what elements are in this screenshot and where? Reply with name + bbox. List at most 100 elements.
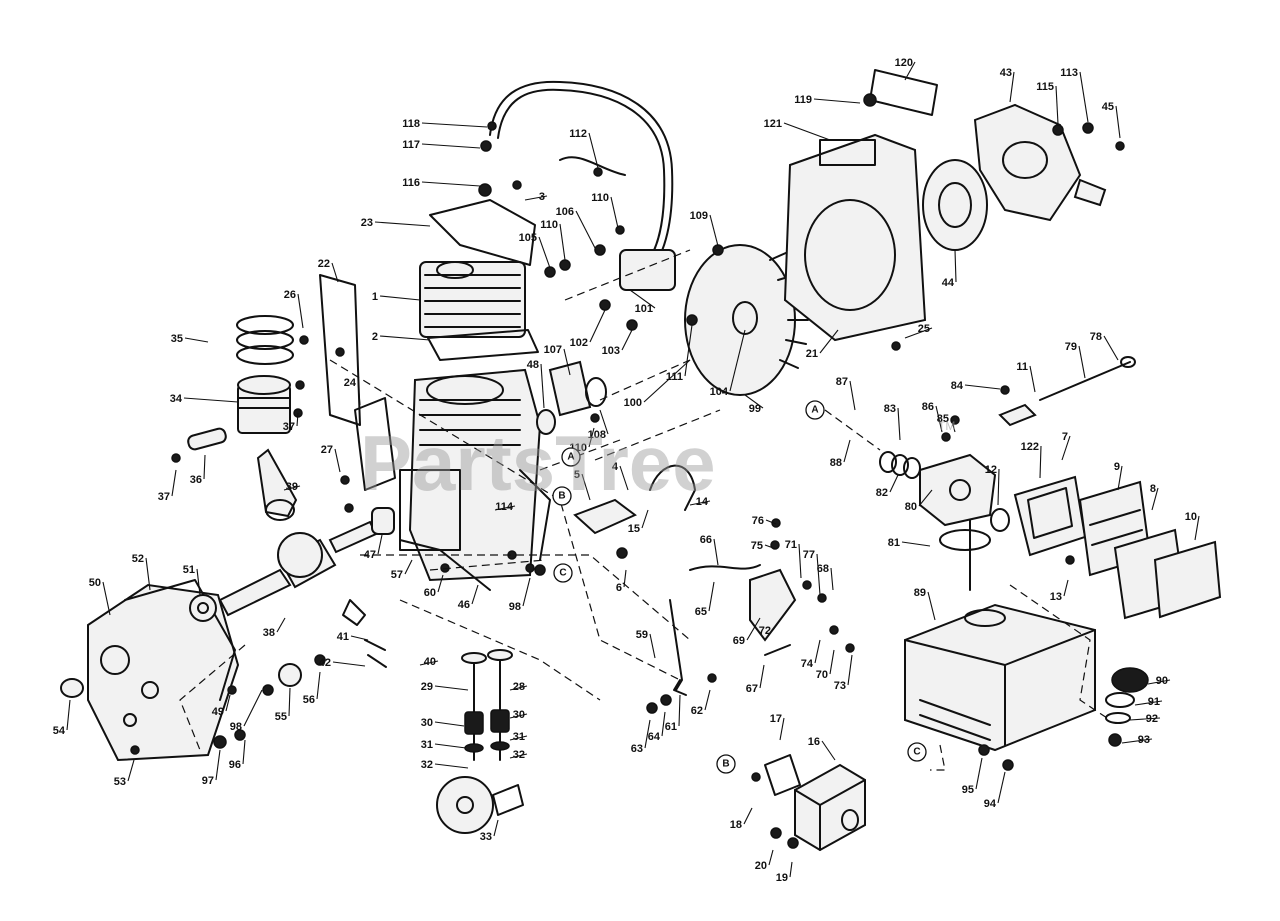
- callout-118: 118: [402, 118, 420, 130]
- callout-64: 64: [648, 731, 661, 743]
- leader-line-62: [704, 689, 711, 711]
- leader-line-14: [689, 500, 711, 506]
- leader-line-74: [814, 639, 821, 664]
- shroud-bracket: [429, 199, 536, 266]
- leader-line-115: [1055, 85, 1059, 125]
- callout-84: 84: [951, 380, 964, 392]
- reed-valve: [573, 498, 637, 535]
- svg-text:A: A: [567, 452, 574, 463]
- callout-19: 19: [776, 872, 788, 884]
- side-shroud: [319, 274, 361, 426]
- leader-line-116: [421, 181, 481, 187]
- callout-21: 21: [806, 348, 818, 360]
- leader-line-101: [629, 289, 656, 309]
- callout-30: 30: [421, 717, 433, 729]
- reference-marker-b: B: [552, 486, 572, 506]
- callout-110: 110: [540, 219, 558, 231]
- assembly-lines: [179, 249, 1111, 771]
- leader-line-72: [772, 611, 787, 631]
- leader-line-64: [661, 711, 666, 737]
- leader-line-26: [297, 293, 304, 329]
- reference-marker-a: A: [561, 447, 581, 467]
- leader-line-65: [708, 581, 715, 612]
- leader-line-52: [145, 557, 151, 591]
- callout-4: 4: [612, 461, 619, 473]
- callout-65: 65: [695, 606, 707, 618]
- leader-line-67: [759, 664, 765, 689]
- leader-line-122: [1039, 445, 1042, 479]
- leader-line-83: [897, 407, 901, 441]
- leader-line-105: [538, 236, 551, 269]
- leader-line-87: [849, 380, 856, 411]
- leader-line-40: [419, 660, 439, 666]
- leader-line-29: [434, 685, 469, 691]
- callout-15: 15: [628, 523, 640, 535]
- callout-23: 23: [361, 217, 373, 229]
- callout-26: 26: [284, 289, 296, 301]
- leader-line-47: [377, 534, 383, 555]
- callout-42: 42: [319, 657, 331, 669]
- leader-line-25: [904, 327, 933, 339]
- leader-line-106: [575, 210, 596, 249]
- callout-48: 48: [527, 359, 539, 371]
- leader-line-37: [296, 412, 299, 427]
- callout-61: 61: [665, 721, 677, 733]
- callout-54: 54: [53, 725, 66, 737]
- leader-line-85: [950, 417, 956, 433]
- leader-line-46: [471, 584, 479, 605]
- callout-41: 41: [337, 631, 349, 643]
- crankcase-base: [399, 539, 491, 591]
- callout-32: 32: [513, 749, 525, 761]
- leader-line-41: [350, 635, 369, 641]
- callout-66: 66: [700, 534, 712, 546]
- leader-line-120: [904, 61, 916, 81]
- callout-105: 105: [519, 232, 537, 244]
- crankcase-cover: [87, 583, 240, 762]
- callout-31: 31: [421, 739, 433, 751]
- lifter: [673, 679, 687, 696]
- leader-line-109: [709, 214, 719, 247]
- leader-line-96: [242, 739, 246, 765]
- callout-52: 52: [132, 553, 144, 565]
- leader-line-110: [610, 196, 619, 229]
- leader-line-43: [1009, 71, 1015, 103]
- leader-line-3: [524, 195, 548, 201]
- valve-springs: [464, 709, 510, 753]
- spark-plug-wire: [559, 156, 626, 176]
- leader-line-113: [1079, 71, 1089, 123]
- leader-line-50: [102, 581, 111, 616]
- leader-line-70: [829, 649, 835, 675]
- fuel-return-hose: [649, 464, 696, 511]
- callout-72: 72: [759, 625, 771, 637]
- leader-line-90: [1147, 679, 1171, 685]
- callout-98: 98: [230, 721, 242, 733]
- leader-line-9: [1117, 465, 1123, 491]
- leader-line-44: [954, 249, 957, 283]
- callout-95: 95: [962, 784, 974, 796]
- callout-44: 44: [942, 277, 955, 289]
- leader-line-32: [434, 763, 469, 769]
- callout-50: 50: [89, 577, 101, 589]
- gasket-12: [990, 508, 1010, 532]
- leader-line-110: [588, 427, 595, 448]
- leader-line-6: [623, 569, 627, 588]
- crankcase-block: [399, 368, 551, 582]
- cylinder-head: [419, 261, 526, 338]
- decal: [869, 69, 938, 116]
- leader-line-107: [563, 348, 571, 376]
- callout-70: 70: [816, 669, 828, 681]
- callout-40: 40: [424, 656, 436, 668]
- callout-83: 83: [884, 403, 896, 415]
- leader-line-18: [743, 807, 753, 825]
- callout-107: 107: [544, 344, 562, 356]
- leader-line-8: [1151, 487, 1159, 511]
- callout-90: 90: [1156, 675, 1168, 687]
- callout-75: 75: [751, 540, 763, 552]
- fuel-line-hose: [489, 80, 674, 271]
- leader-line-91: [1134, 700, 1163, 706]
- callout-122: 122: [1021, 441, 1039, 453]
- callout-59: 59: [636, 629, 648, 641]
- callout-111: 111: [666, 371, 683, 383]
- leader-line-51: [196, 568, 201, 596]
